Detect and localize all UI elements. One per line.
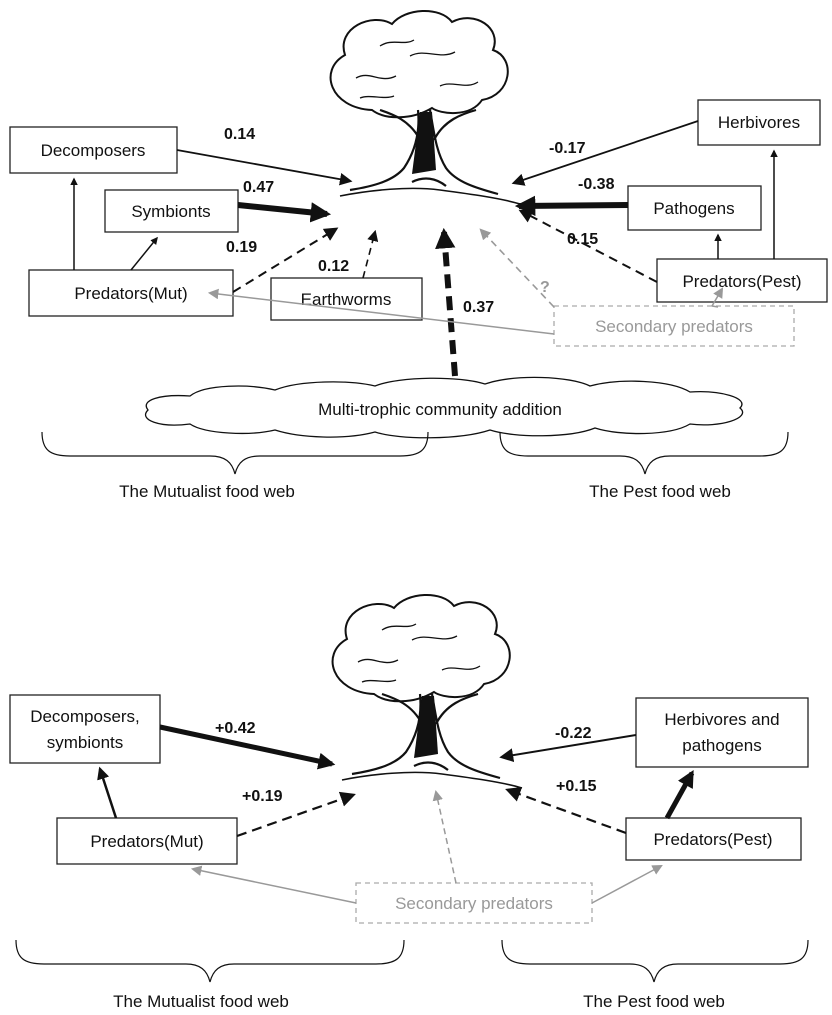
- arrow-secondary-to-tree: [432, 789, 457, 884]
- weight-symbionts: 0.47: [243, 179, 274, 196]
- weight-herbivores-pathogens: -0.22: [555, 725, 592, 742]
- predators-pest-label: Predators(Pest): [653, 830, 772, 849]
- arrow-secondary-to-predators-pest: [711, 287, 724, 307]
- caption-pest: The Pest food web: [589, 482, 731, 501]
- weight-predators-pest: +0.15: [556, 778, 597, 795]
- herbivores-pathogens-label-line1: Herbivores and: [664, 710, 779, 729]
- secondary-predators-label: Secondary predators: [595, 317, 753, 336]
- weight-secondary-unknown: ?: [540, 279, 550, 296]
- arrow-pathogens-to-tree: [514, 195, 629, 217]
- predators-mut-label: Predators(Mut): [90, 832, 203, 851]
- decomposers-symbionts-box: [9, 694, 161, 764]
- decomposers-symbionts-label-line1: Decomposers,: [30, 707, 140, 726]
- weight-herbivores: -0.17: [549, 140, 586, 157]
- symbionts-box: [104, 189, 239, 233]
- brace-pest: [499, 431, 789, 475]
- herbivores-label: Herbivores: [718, 113, 800, 132]
- link-secondary-pest-base: [711, 305, 719, 308]
- decomposers-symbionts-label-line2: symbionts: [47, 733, 124, 752]
- tree-icon: [331, 593, 523, 789]
- community-addition-label: Multi-trophic community addition: [318, 400, 562, 419]
- arrow-predators-pest-to-tree: [505, 786, 627, 835]
- pathogens-box: [627, 185, 762, 231]
- arrow-predators-mut-to-tree: [236, 791, 356, 838]
- arrow-predators-mut-to-tree: [232, 227, 339, 293]
- weight-community: 0.37: [463, 299, 494, 316]
- arrow-decomposers-symbionts-to-tree: [159, 724, 336, 770]
- bottom-panel: Decomposers, symbionts Predators(Mut) He…: [9, 593, 809, 1011]
- weight-pathogens: -0.38: [578, 176, 615, 193]
- arrow-herbivores-to-tree: [511, 120, 699, 186]
- brace-pest: [501, 939, 809, 983]
- arrow-decomposers-to-tree: [176, 149, 353, 186]
- weight-earthworms: 0.12: [318, 258, 349, 275]
- caption-mutualist: The Mutualist food web: [119, 482, 295, 501]
- predators-pest-label: Predators(Pest): [682, 272, 801, 291]
- weight-predators-pest: 0.15: [567, 231, 598, 248]
- herbivores-pathogens-box: [635, 697, 809, 768]
- decomposers-box: [9, 126, 178, 174]
- arrow-predators-pest-to-herbivores-pathogens: [664, 770, 695, 820]
- caption-mutualist: The Mutualist food web: [113, 992, 289, 1011]
- weight-decomposers: 0.14: [224, 126, 255, 143]
- predators-mut-box: [56, 817, 238, 865]
- weight-predators-mut: 0.19: [226, 239, 257, 256]
- brace-mutualist: [41, 431, 429, 475]
- arrow-predators-mut-to-symbionts: [130, 236, 158, 271]
- herbivores-box: [697, 99, 821, 146]
- arrow-secondary-to-predators-mut: [190, 865, 357, 904]
- arrow-predators-mut-to-decomposers-symbionts: [97, 766, 118, 819]
- arrow-secondary-to-predators-mut: [207, 288, 555, 335]
- secondary-predators-box: [553, 305, 795, 347]
- arrow-community-to-tree: [435, 227, 458, 377]
- brace-mutualist: [15, 939, 405, 983]
- top-panel: Decomposers Symbionts Predators(Mut) Ear…: [9, 9, 828, 501]
- arrow-herbivores-pathogens-to-tree: [499, 734, 637, 763]
- arrow-predators-pest-to-tree: [518, 209, 658, 283]
- predators-pest-box: [656, 258, 828, 303]
- arrow-symbionts-to-tree: [237, 202, 332, 223]
- community-addition-cloud: [145, 376, 744, 439]
- predators-pest-box: [625, 817, 802, 861]
- arrow-earthworms-to-tree: [362, 229, 379, 279]
- caption-pest: The Pest food web: [583, 992, 725, 1011]
- predators-mut-label: Predators(Mut): [74, 284, 187, 303]
- earthworms-label: Earthworms: [301, 290, 392, 309]
- arrow-secondary-to-predators-pest: [591, 865, 663, 904]
- tree-icon: [329, 9, 521, 205]
- earthworms-box: [270, 277, 423, 321]
- secondary-predators-label: Secondary predators: [395, 894, 553, 913]
- herbivores-pathogens-label-line2: pathogens: [682, 736, 761, 755]
- weight-decomposers-symbionts: +0.42: [215, 720, 256, 737]
- weight-predators-mut: +0.19: [242, 788, 283, 805]
- decomposers-label: Decomposers: [41, 141, 146, 160]
- symbionts-label: Symbionts: [131, 202, 210, 221]
- pathogens-label: Pathogens: [653, 199, 734, 218]
- arrow-secondary-to-tree: [479, 228, 555, 308]
